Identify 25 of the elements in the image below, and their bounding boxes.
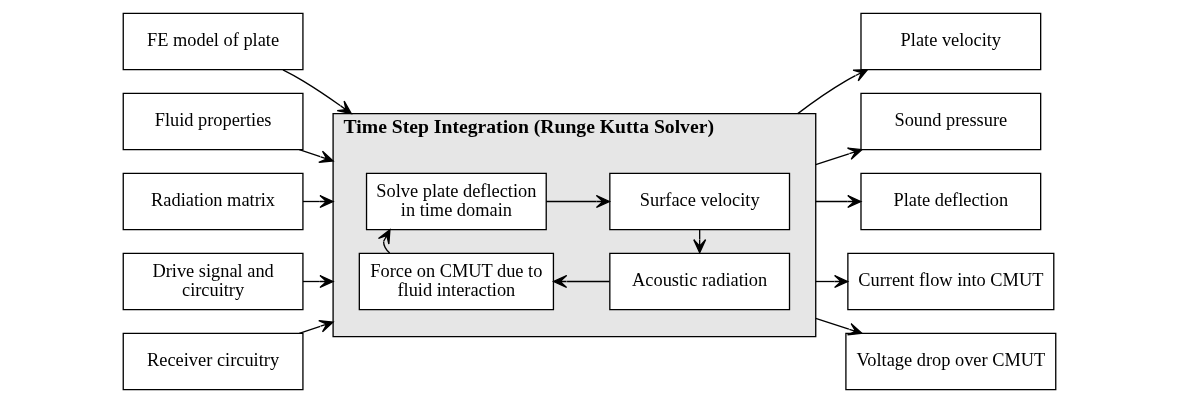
node-box: Solve plate deflection in time domain xyxy=(365,172,547,231)
node-box: FE model of plate xyxy=(122,12,304,71)
node-box: Plate velocity xyxy=(859,12,1041,71)
arrow xyxy=(298,149,334,164)
node-box: Acoustic radiation xyxy=(608,252,790,311)
node-box: Force on CMUT due to fluid interaction xyxy=(358,252,554,311)
arrow xyxy=(814,194,862,209)
arrow xyxy=(814,274,848,289)
node-box: Radiation matrix xyxy=(122,172,304,231)
arrow xyxy=(796,69,868,115)
arrow xyxy=(545,194,610,209)
arrow xyxy=(552,274,610,289)
node-box: Plate deflection xyxy=(859,172,1041,231)
arrow xyxy=(377,229,391,254)
arrow xyxy=(281,69,352,115)
node-box: Sound pressure xyxy=(859,92,1041,151)
node-box: Current flow into CMUT xyxy=(846,252,1054,311)
arrow xyxy=(814,147,862,166)
node-box: Voltage drop over CMUT xyxy=(844,332,1056,391)
node-box: Drive signal and circuitry xyxy=(122,252,304,311)
node-box: Fluid properties xyxy=(122,92,304,151)
arrow xyxy=(298,319,334,334)
arrow xyxy=(814,317,862,336)
node-box: Surface velocity xyxy=(608,172,790,231)
node-box: Receiver circuitry xyxy=(122,332,304,391)
